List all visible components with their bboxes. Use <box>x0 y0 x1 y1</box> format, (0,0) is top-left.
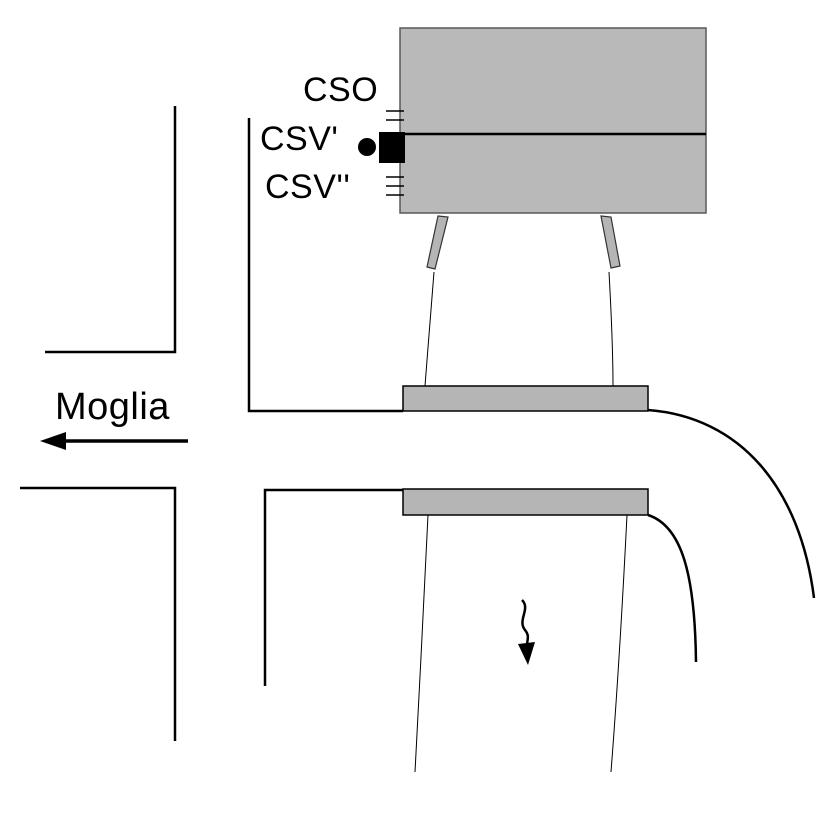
middle-channel-outline <box>247 118 403 413</box>
lower-bridge <box>402 488 649 516</box>
lower-left-channel-outline <box>20 486 177 741</box>
upper-channel-right-bank <box>608 271 614 387</box>
cso-label: CSO <box>303 71 378 109</box>
moglia-label: Moglia <box>55 386 170 428</box>
tick-marks-lower <box>386 176 404 196</box>
right-inner-curve <box>647 513 698 663</box>
lower-channel-left-bank <box>414 514 429 773</box>
overflow-structure-box <box>399 27 707 214</box>
lower-middle-channel-outline <box>263 488 403 686</box>
lower-channel-right-bank <box>610 514 628 773</box>
right-outer-curve <box>647 408 816 599</box>
upper-left-channel-outline <box>45 106 177 354</box>
upper-channel-left-bank <box>424 271 435 387</box>
gauge-dot-icon <box>358 138 376 156</box>
flow-arrow-left-icon <box>40 432 188 450</box>
csv-double-prime-label: CSV'' <box>265 168 350 206</box>
gauge-marker-square <box>379 132 405 163</box>
flow-arrow-down-icon <box>518 599 535 665</box>
left-gate <box>426 215 449 270</box>
right-gate <box>600 215 621 269</box>
upper-bridge <box>402 385 649 412</box>
csv-prime-label: CSV' <box>260 120 338 158</box>
tick-marks-upper <box>386 110 404 121</box>
